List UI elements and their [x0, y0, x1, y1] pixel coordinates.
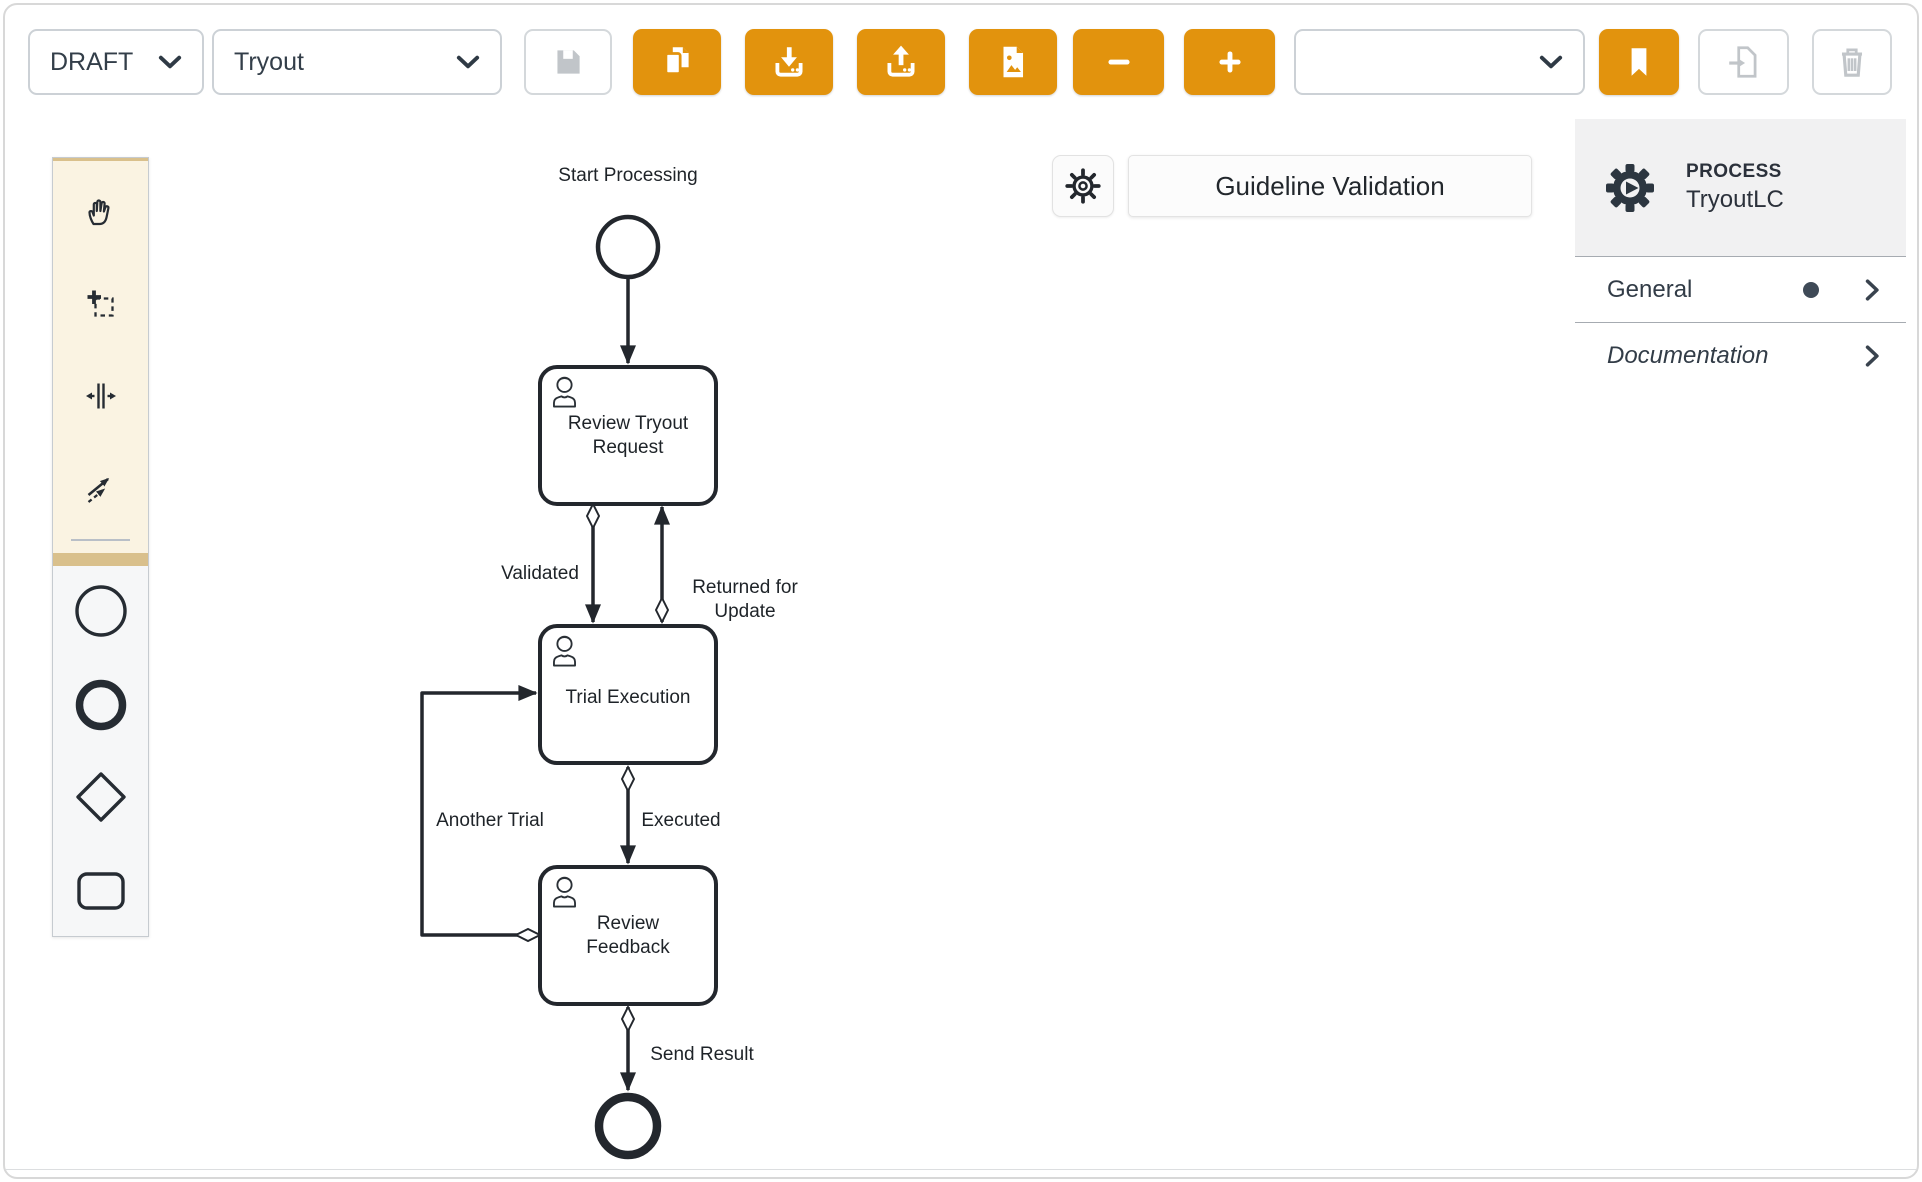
save-button[interactable] [524, 29, 612, 95]
flow-another-trial[interactable] [420, 693, 540, 935]
task-label: Trial Execution [565, 687, 691, 708]
flow-label-another-trial: Another Trial [436, 810, 544, 831]
user-task-icon [553, 376, 576, 408]
element-type-label: PROCESS [1686, 161, 1782, 182]
upload-icon [887, 45, 915, 77]
settings-button[interactable] [1052, 155, 1114, 217]
palette-separator [53, 553, 148, 566]
chevron-right-icon [1865, 344, 1879, 367]
export-image-button[interactable] [969, 29, 1057, 95]
unsaved-changes-dot [1803, 281, 1819, 298]
tool-palette [52, 157, 149, 937]
properties-panel-header: PROCESS TryoutLC [1575, 119, 1906, 256]
import-icon [1728, 46, 1756, 78]
chevron-down-icon [456, 55, 480, 69]
upload-button[interactable] [857, 29, 945, 95]
delete-button[interactable] [1812, 29, 1892, 95]
download-icon [775, 47, 803, 77]
model-select[interactable]: Tryout [212, 29, 502, 95]
flow-label-executed: Executed [641, 810, 721, 831]
palette-divider [71, 539, 130, 541]
properties-panel: PROCESS TryoutLC General Documentation [1575, 119, 1906, 388]
process-icon [1606, 163, 1654, 212]
element-name: TryoutLC [1686, 186, 1784, 213]
task-review-feedback[interactable] [538, 865, 718, 1006]
user-task-icon [553, 635, 576, 667]
start-event[interactable] [595, 214, 661, 280]
chevron-right-icon [1865, 278, 1879, 301]
task-review-tryout-request[interactable] [538, 365, 718, 506]
bookmark-button[interactable] [1599, 29, 1679, 95]
task-shape[interactable] [73, 863, 129, 919]
status-select[interactable]: DRAFT [28, 29, 204, 95]
start-event-label: Start Processing [558, 165, 698, 186]
zoom-out-button[interactable] [1073, 29, 1164, 95]
connect-tool-icon[interactable] [84, 471, 118, 505]
user-task-icon [553, 876, 576, 908]
download-button[interactable] [745, 29, 833, 95]
palette-tools-group [53, 158, 148, 553]
panel-section-documentation[interactable]: Documentation [1575, 322, 1906, 388]
save-icon [557, 50, 580, 74]
task-trial-execution[interactable] [538, 624, 718, 765]
flow-label-send-result: Send Result [650, 1044, 754, 1065]
end-event[interactable] [594, 1092, 662, 1160]
version-select[interactable] [1294, 29, 1585, 95]
space-tool-icon[interactable] [84, 379, 118, 413]
copy-button[interactable] [633, 29, 721, 95]
zoom-in-button[interactable] [1184, 29, 1275, 95]
lasso-tool-icon[interactable] [84, 287, 118, 321]
palette-shapes-group [53, 566, 148, 935]
bookmark-icon [1631, 48, 1647, 76]
copy-icon [664, 47, 689, 75]
task-label: Review Tryout Request [567, 413, 689, 458]
status-select-value: DRAFT [50, 47, 134, 76]
end-event-shape[interactable] [73, 677, 129, 733]
task-label: Review Feedback [586, 913, 670, 958]
export-image-icon [1003, 46, 1024, 78]
flow-label-returned: Returned for Update [692, 577, 798, 622]
zoom-out-icon [1107, 59, 1130, 65]
gateway-shape[interactable] [73, 769, 129, 825]
chevron-down-icon [158, 55, 182, 69]
canvas-bottom-border [6, 1169, 1916, 1170]
model-select-value: Tryout [234, 47, 304, 76]
import-button[interactable] [1698, 29, 1789, 95]
panel-section-general[interactable]: General [1575, 256, 1906, 322]
chevron-down-icon [1539, 55, 1563, 69]
zoom-in-icon [1218, 51, 1241, 73]
gear-icon [1065, 168, 1101, 204]
start-event-shape[interactable] [73, 583, 129, 639]
guideline-validation-button[interactable]: Guideline Validation [1128, 155, 1532, 217]
flow-label-validated: Validated [501, 563, 579, 584]
hand-tool-icon[interactable] [84, 195, 118, 229]
trash-icon [1841, 48, 1863, 77]
